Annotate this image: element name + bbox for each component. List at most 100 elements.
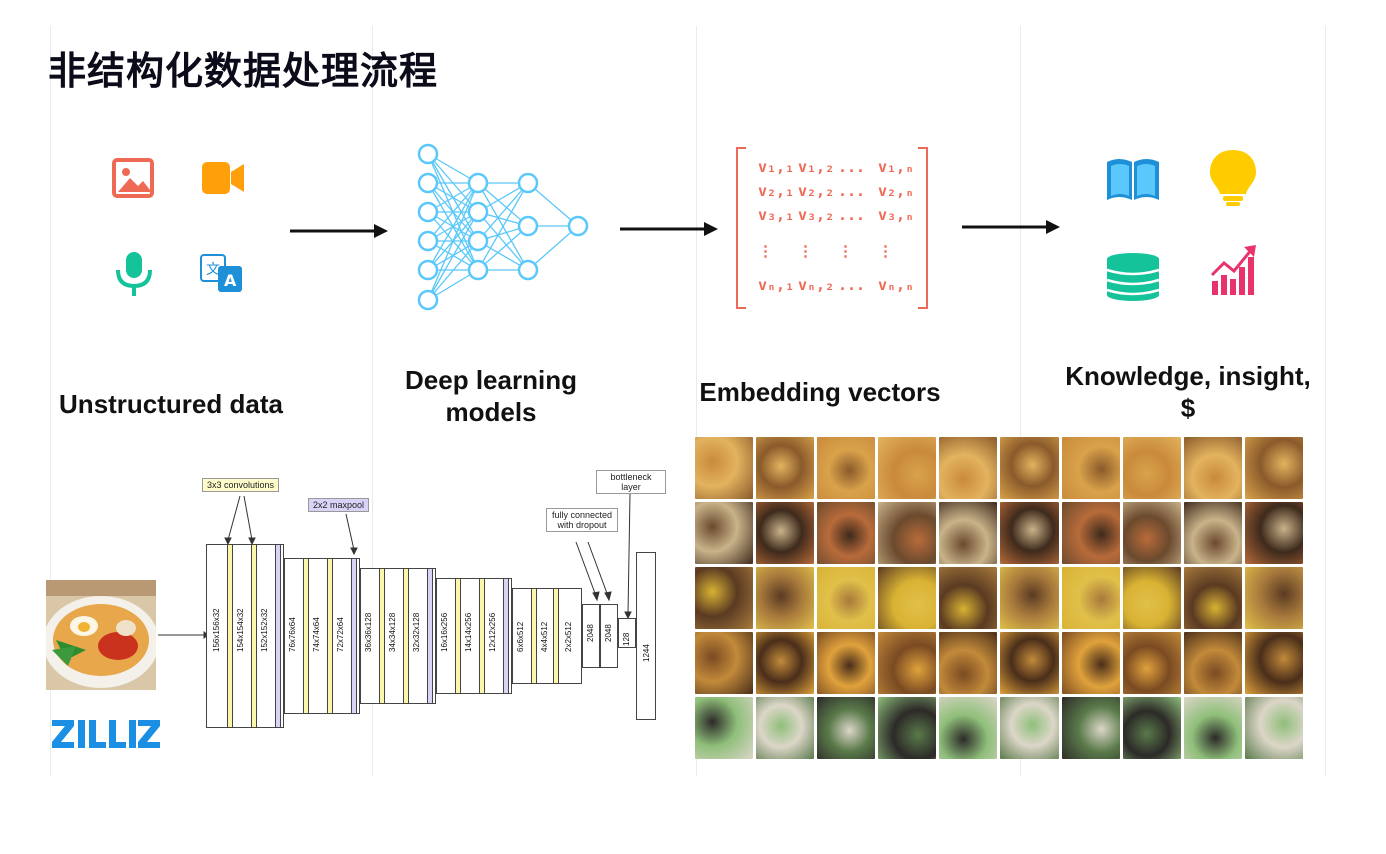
zilliz-logo (52, 720, 160, 748)
nn-node (417, 172, 439, 194)
matrix-cell: v₂,ₙ (878, 182, 915, 200)
food-image (1122, 567, 1181, 629)
database-icon (1106, 253, 1160, 301)
food-image (756, 632, 815, 694)
food-image (695, 697, 754, 759)
food-image (756, 567, 815, 629)
food-image (1000, 502, 1059, 564)
arrow-icon (962, 220, 1060, 234)
food-image (1000, 437, 1059, 499)
guide-line (696, 26, 697, 776)
cnn-layer-label: 34x34x128 (388, 612, 397, 652)
food-image (1244, 502, 1303, 564)
matrix-cell: v₂,₁ (758, 182, 795, 200)
food-image (878, 697, 937, 759)
nn-node (417, 201, 439, 223)
matrix-cell: ... (838, 158, 866, 176)
cnn-layer-label: 72x72x64 (336, 617, 345, 652)
nn-edge (427, 182, 479, 301)
translate-icon: 文 A (200, 254, 242, 292)
food-image (1000, 697, 1059, 759)
cnn-layer-label: 32x32x128 (412, 612, 421, 652)
guide-line (1325, 26, 1326, 776)
food-image (1244, 567, 1303, 629)
neural-network-icon (417, 143, 589, 311)
food-image (939, 697, 998, 759)
matrix-cell: vₙ,₁ (758, 276, 795, 294)
cnn-layer-block (512, 588, 582, 684)
food-image (695, 567, 754, 629)
nn-node (517, 215, 539, 237)
label-line: Knowledge, insight, (1065, 361, 1311, 391)
food-image (1244, 437, 1303, 499)
cnn-layer-label: 1244 (642, 644, 651, 662)
food-image (1122, 632, 1181, 694)
food-image (1183, 697, 1242, 759)
food-image (939, 632, 998, 694)
matrix-cell: v₂,₂ (798, 182, 835, 200)
food-image (1122, 697, 1181, 759)
matrix-cell: vₙ,ₙ (878, 276, 915, 294)
cnn-layer-stripe (553, 589, 559, 683)
nn-node (517, 172, 539, 194)
annotation-bottleneck: bottleneck layer (596, 470, 666, 494)
food-image (1061, 437, 1120, 499)
cnn-layer-block (600, 604, 618, 668)
annotation-maxpool: 2x2 maxpool (308, 498, 370, 512)
food-image (878, 437, 937, 499)
cnn-architecture-diagram: 3x3 convolutions 2x2 maxpool fully conne… (158, 466, 678, 746)
cnn-layer-label: 14x14x256 (464, 612, 473, 652)
food-image (1183, 567, 1242, 629)
matrix-cell: v₁,ₙ (878, 158, 915, 176)
cnn-layer-block (206, 544, 284, 728)
food-image (817, 697, 876, 759)
cnn-layer-label: 152x152x32 (260, 608, 269, 652)
food-image (878, 567, 937, 629)
cnn-layer-stripe (479, 579, 485, 693)
nn-node (467, 230, 489, 252)
nn-edge (477, 211, 529, 271)
food-image (939, 502, 998, 564)
matrix-cell: v₃,₁ (758, 206, 795, 224)
food-image (817, 437, 876, 499)
cnn-layer-stripe (427, 569, 433, 703)
cnn-layer-stripe (403, 569, 409, 703)
cnn-layer-label: 36x36x128 (364, 612, 373, 652)
nn-edge (477, 225, 529, 271)
food-image (1122, 437, 1181, 499)
matrix-cell: ... (838, 206, 866, 224)
guide-line (1020, 26, 1021, 776)
nn-node (567, 215, 589, 237)
food-image (1122, 502, 1181, 564)
food-image (939, 567, 998, 629)
nn-edge (527, 225, 579, 271)
cnn-layer-label: 2x2x512 (564, 621, 573, 652)
food-image (756, 502, 815, 564)
food-image (1183, 502, 1242, 564)
matrix-cell: ⋮ (798, 242, 813, 260)
food-image (1183, 437, 1242, 499)
nn-node (417, 259, 439, 281)
nn-edge (477, 182, 529, 227)
cnn-layer-label: 74x74x64 (312, 617, 321, 652)
food-image (817, 567, 876, 629)
food-image (756, 437, 815, 499)
cnn-layer-label: 12x12x256 (488, 612, 497, 652)
label-embedding-vectors: Embedding vectors (699, 377, 941, 407)
food-image (756, 697, 815, 759)
nn-node (417, 143, 439, 165)
food-image (1061, 567, 1120, 629)
food-image (1000, 632, 1059, 694)
matrix-cell: v₁,₂ (798, 158, 835, 176)
nn-edge (477, 182, 529, 271)
cnn-arrows (158, 493, 632, 639)
cnn-layer-label: 76x76x64 (288, 617, 297, 652)
food-image (695, 502, 754, 564)
nn-node (417, 289, 439, 311)
food-image-grid (695, 437, 1303, 759)
nn-node (517, 259, 539, 281)
food-image (1183, 632, 1242, 694)
nn-node (417, 230, 439, 252)
nn-edge (477, 182, 529, 242)
